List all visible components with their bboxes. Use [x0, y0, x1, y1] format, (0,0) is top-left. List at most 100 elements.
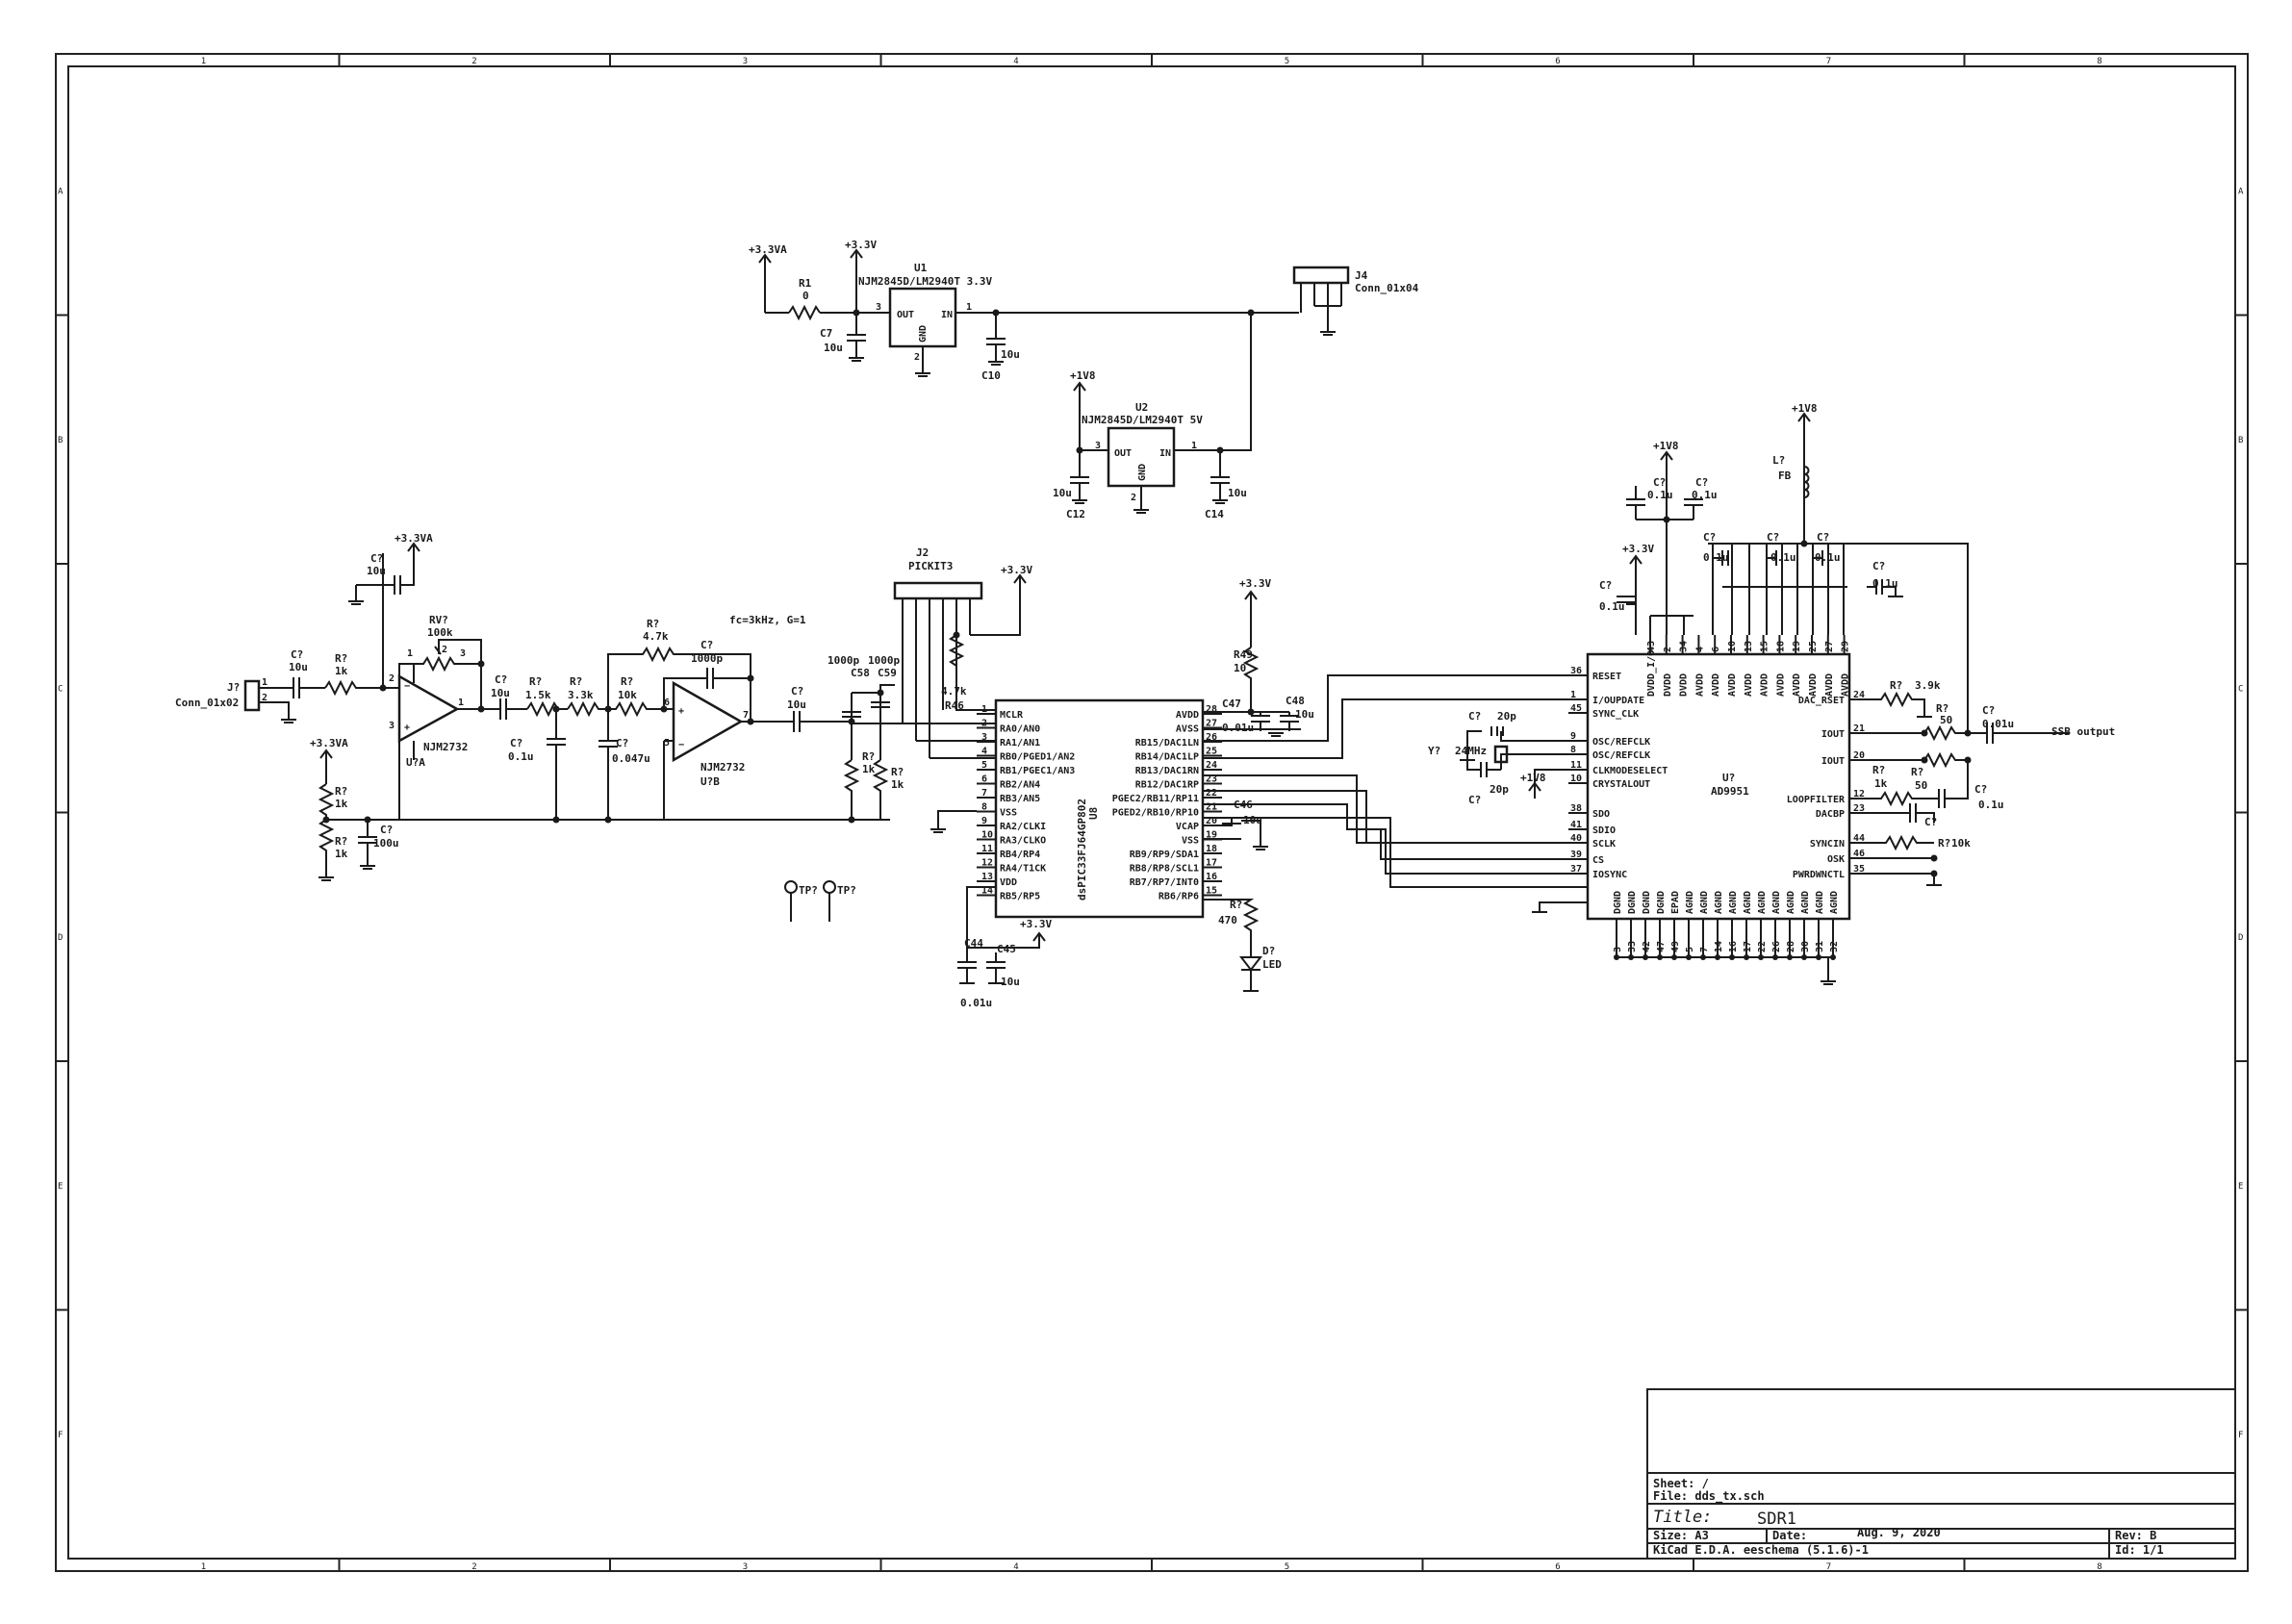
mcu-pin-name: RA0/AN0	[1000, 724, 1040, 735]
rv-pin3: 3	[460, 648, 466, 659]
title-block: Sheet: / File: dds_tx.sch Title: SDR1 Si…	[1646, 1388, 2236, 1560]
opb-plus: +	[678, 706, 684, 717]
frame-col-top: 4	[1013, 57, 1018, 66]
cx2-value: 20p	[1490, 783, 1509, 796]
u2-ref: U2	[1135, 401, 1148, 414]
clf-value: 0.1u	[1978, 799, 2004, 811]
mcu-pin-name: RA3/CLKO	[1000, 836, 1046, 847]
mcu-pin-name: RB3/AN5	[1000, 794, 1040, 804]
c-mid-ref: C?	[495, 673, 507, 686]
r33-value: 3.3k	[568, 689, 594, 701]
frame-row-right: C	[2238, 684, 2243, 694]
frame-row-right: B	[2238, 436, 2243, 445]
dds-pin-name: DGND	[1627, 891, 1638, 914]
mcu-right-pins: 28AVDD27AVSS26RB15/DAC1LN25RB14/DAC1LP24…	[1112, 704, 1222, 902]
c47-ref: C47	[1222, 698, 1241, 710]
dds-pin-number: 22	[1757, 941, 1768, 952]
dds-pin-name: DAC_RSET	[1798, 696, 1845, 706]
c-mid-value: 10u	[491, 687, 510, 699]
r15-ref: R?	[529, 675, 542, 688]
dds-pin-number: 35	[1853, 864, 1865, 875]
opa-pin2: 2	[389, 673, 395, 684]
mcu-pin-name: RA4/T1CK	[1000, 864, 1046, 875]
r15-value: 1.5k	[525, 689, 551, 701]
mcu-pin-name: RB4/RP4	[1000, 850, 1040, 860]
mcu-name: dsPIC33FJ64GP802	[1076, 799, 1088, 901]
mcu-pin-name: PGED2/RB10/RP10	[1112, 808, 1199, 819]
dds-pin-name: AVDD	[1841, 673, 1851, 697]
dds-pin-name: AVDD	[1792, 673, 1802, 697]
cx1-value: 20p	[1497, 710, 1516, 723]
dds-pin-name: SYNCIN	[1810, 839, 1845, 850]
jin-pin1: 1	[262, 677, 267, 688]
mcu-pin-name: RB14/DAC1LP	[1135, 752, 1199, 763]
dds-pin-number: 46	[1853, 849, 1865, 859]
tb-date-label: Date:	[1772, 1529, 1807, 1542]
mcu-pin-name: RB9/RP9/SDA1	[1130, 850, 1199, 860]
mcu-pin-name: RB6/RP6	[1159, 892, 1199, 902]
mcu-pin-number: 2	[981, 719, 987, 729]
rt2-ref: R?	[1911, 766, 1923, 778]
u1-pin1: 1	[966, 302, 972, 313]
mcu-pin-number: 24	[1206, 760, 1217, 771]
dds-pin-name: SDIO	[1592, 825, 1616, 836]
j4-ref: J4	[1355, 269, 1368, 282]
c01-value: 0.1u	[508, 750, 534, 763]
c047-ref: C?	[616, 737, 628, 749]
dds-pin-number: 49	[1670, 941, 1681, 952]
r33-ref: R?	[570, 675, 582, 688]
cdacbp-ref: C?	[1924, 816, 1937, 828]
cx2-ref: C?	[1468, 794, 1481, 806]
dds-pin-name: AVDD	[1744, 673, 1754, 697]
dds-pin-number: 14	[1714, 941, 1724, 952]
mcu-section: dsPIC33FJ64GP802 U8 1MCLR2RA0/AN03RA1/AN…	[930, 577, 1588, 1009]
dds-pin-number: 41	[1570, 820, 1582, 830]
dds-pin-name: AGND	[1771, 891, 1782, 914]
dds-pin-number: 8	[1570, 745, 1576, 755]
jin-ref: J?	[227, 681, 240, 694]
rv-value: 100k	[427, 626, 453, 639]
rsync-ref: R?	[1938, 837, 1950, 850]
dds-pin-number: 31	[1815, 941, 1825, 952]
power-1v8-dvdd: +1V8	[1653, 440, 1679, 452]
dds-pin-name: DVDD_I/O	[1646, 650, 1657, 697]
dds-pin-name: CS	[1592, 855, 1604, 866]
mcu-pin-number: 25	[1206, 747, 1217, 757]
dds-pin-name: AVDD	[1694, 673, 1705, 697]
mcu-pin-number: 11	[981, 844, 993, 854]
dds-pin-number: 10	[1727, 641, 1738, 652]
mcu-pin-name: PGEC2/RB11/RP11	[1112, 794, 1199, 804]
rt2-value: 50	[1915, 779, 1927, 792]
dds-pin-name: AGND	[1757, 891, 1768, 914]
power-3v3-u1: +3.3V	[845, 239, 877, 251]
dds-pin-name: SCLK	[1592, 839, 1616, 850]
frame-col-bottom: 8	[2097, 1562, 2101, 1572]
dds-pin-name: DVDD	[1663, 673, 1673, 697]
tb-title: SDR1	[1757, 1510, 1796, 1529]
opamp-a-ref: U?A	[406, 756, 425, 769]
dds-pin-name: AGND	[1743, 891, 1753, 914]
ca2-value: 0.1u	[1770, 551, 1796, 564]
dds-pin-number: 16	[1728, 941, 1739, 952]
mcu-pin-name: RB8/RP8/SCL1	[1130, 864, 1199, 875]
c48-value: 10u	[1295, 708, 1314, 721]
dds-pin-name: AVDD	[1711, 673, 1721, 697]
c58-ref: C58	[851, 667, 870, 679]
dds-pin-name: AGND	[1685, 891, 1695, 914]
mcu-pin-name: MCLR	[1000, 710, 1024, 721]
mcu-pin-number: 21	[1206, 802, 1217, 813]
dds-pin-name: AGND	[1815, 891, 1825, 914]
dds-pin-name: AGND	[1728, 891, 1739, 914]
dds-pin-number: 7	[1699, 947, 1710, 952]
dds-pin-number: 26	[1771, 941, 1782, 952]
ssb-output-label: SSB output	[2051, 725, 2115, 738]
c-in-value: 10u	[289, 661, 308, 673]
mcu-pin-name: AVDD	[1176, 710, 1199, 721]
u1-ref: U1	[914, 262, 928, 274]
mcu-pin-number: 17	[1206, 858, 1217, 869]
dds-pin-name: SDO	[1592, 809, 1610, 820]
c44-value: 0.01u	[960, 997, 992, 1009]
dds-pin-number: 25	[1808, 641, 1819, 652]
dds-pin-number: 36	[1570, 666, 1582, 676]
c12-ref: C12	[1066, 508, 1085, 520]
